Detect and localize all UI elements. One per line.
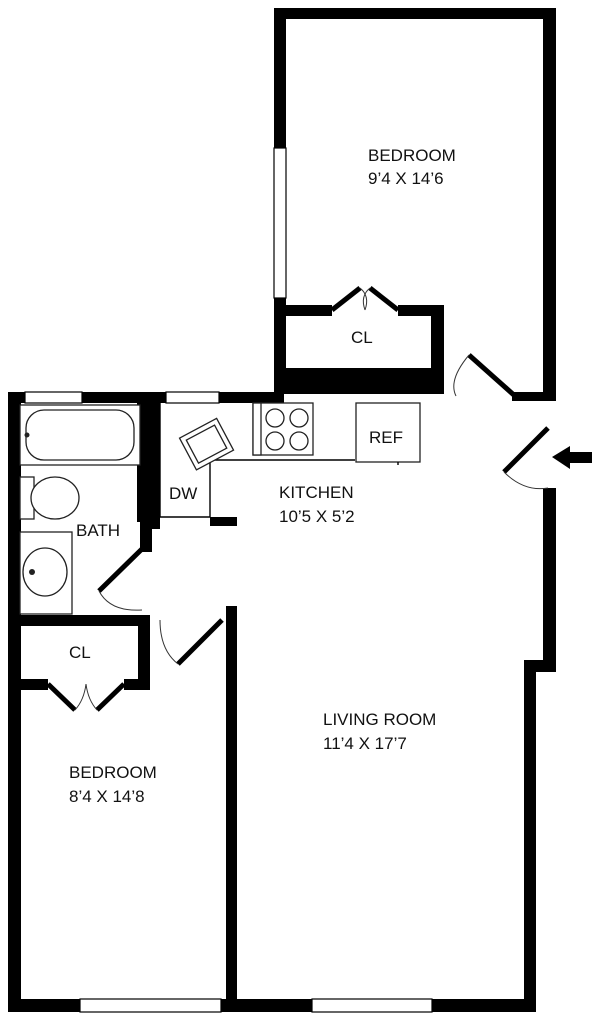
window-upper-bedroom <box>273 147 287 299</box>
windows <box>24 147 433 1013</box>
window-living-room <box>311 998 433 1013</box>
entry-arrow-icon <box>552 446 592 469</box>
lower-bedroom-name: BEDROOM <box>69 763 157 782</box>
living-room-size: 11’4 X 17’7 <box>323 734 407 753</box>
upper-bedroom-size: 9’4 X 14’6 <box>368 169 444 188</box>
bath-name: BATH <box>76 521 120 540</box>
kitchen-size: 10’5 X 5’2 <box>279 507 355 526</box>
room-labels: BEDROOM 9’4 X 14’6 CL BATH KITCHEN 10’5 … <box>69 146 456 806</box>
window-kitchen <box>165 391 220 404</box>
window-lower-bedroom <box>79 998 222 1013</box>
lower-bedroom-size: 8’4 X 14’8 <box>69 787 145 806</box>
fixtures <box>19 402 421 615</box>
upper-closet-name: CL <box>351 328 373 347</box>
dishwasher-label: DW <box>169 484 197 503</box>
window-bath <box>24 391 83 404</box>
doors <box>46 286 550 712</box>
living-room-name: LIVING ROOM <box>323 710 436 729</box>
upper-bedroom-name: BEDROOM <box>368 146 456 165</box>
kitchen-name: KITCHEN <box>279 483 354 502</box>
refrigerator-label: REF <box>369 428 403 447</box>
lower-closet-name: CL <box>69 643 91 662</box>
